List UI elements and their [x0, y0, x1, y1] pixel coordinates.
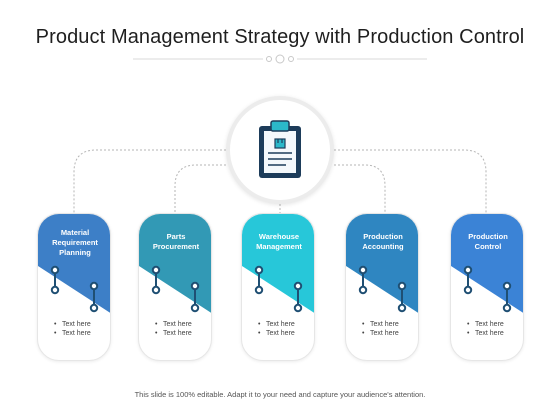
- card-title: Material Requirement Planning: [52, 228, 98, 257]
- list-item: •Text here: [155, 321, 192, 328]
- list-item: •Text here: [155, 330, 192, 337]
- bullet-list: •Text here •Text here: [362, 320, 399, 338]
- card-production-control: Production Control •Text here •Text here: [450, 213, 524, 361]
- bullet-list: •Text here •Text here: [54, 320, 91, 338]
- card-title: Production Accounting: [362, 232, 404, 251]
- card-band: [451, 214, 523, 313]
- card-band: [346, 214, 418, 313]
- list-item: •Text here: [258, 321, 295, 328]
- card-title: Parts Procurement: [152, 232, 200, 251]
- card-band: [38, 214, 110, 313]
- slide-title: Product Management Strategy with Product…: [35, 26, 525, 48]
- card-material-requirement-planning: Material Requirement Planning •Text here…: [37, 213, 111, 361]
- list-item: •Text here: [467, 330, 504, 337]
- bullet-list: •Text here •Text here: [467, 320, 504, 338]
- list-item: •Text here: [54, 330, 91, 337]
- bullet-list: •Text here •Text here: [155, 320, 192, 338]
- card-parts-procurement: Parts Procurement •Text here •Text here: [138, 213, 212, 361]
- list-item: •Text here: [362, 330, 399, 337]
- card-production-accounting: Production Accounting •Text here •Text h…: [345, 213, 419, 361]
- list-item: •Text here: [258, 330, 295, 337]
- clipboard-icon: [259, 120, 301, 178]
- title-divider: [133, 54, 427, 64]
- footer-note: This slide is 100% editable. Adapt it to…: [134, 390, 426, 399]
- bullet-list: •Text here •Text here: [258, 320, 295, 338]
- card-band: [139, 214, 211, 313]
- card-title: Production Control: [468, 232, 508, 251]
- card-warehouse-management: Warehouse Management •Text here •Text he…: [241, 213, 315, 361]
- list-item: •Text here: [362, 321, 399, 328]
- card-band: [242, 214, 314, 313]
- card-title: Warehouse Management: [256, 232, 302, 251]
- hub-circle: [226, 96, 334, 204]
- list-item: •Text here: [54, 321, 91, 328]
- list-item: •Text here: [467, 321, 504, 328]
